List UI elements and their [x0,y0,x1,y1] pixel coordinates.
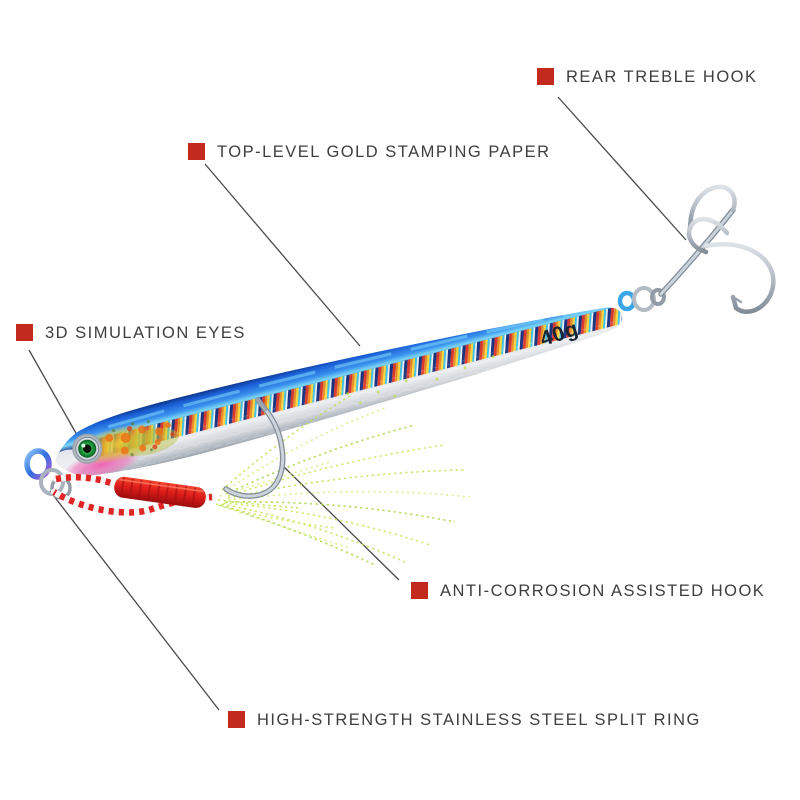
3d-eye [72,433,103,464]
callout-line-gold-stamping [204,163,361,347]
callout-gold-stamping-paper: TOP-LEVEL GOLD STAMPING PAPER [188,141,551,161]
callout-label: 3D SIMULATION EYES [45,323,246,342]
callout-label: ANTI-CORROSION ASSISTED HOOK [440,581,766,600]
callout-3d-simulation-eyes: 3D SIMULATION EYES [16,322,246,342]
treble-hook [658,184,776,314]
eye-pupil [83,444,92,453]
callout-line-3d-eyes [28,349,78,436]
eye-glint [81,443,86,448]
belly-sparkle-dots [346,355,495,405]
cyan-back-highlight [107,306,595,429]
flash-tinsel [215,395,471,566]
callout-anti-corrosion-hook: ANTI-CORROSION ASSISTED HOOK [411,580,765,600]
green-specks [111,420,153,457]
belly-scale-texture [114,319,629,473]
treble-hook-point-3 [703,242,776,314]
holographic-zigzag-band [75,305,624,462]
label-bullet-icon [537,67,554,85]
callout-label: HIGH-STRENGTH STAINLESS STEEL SPLIT RING [257,710,701,729]
label-bullet-icon [411,581,428,599]
red-specks [127,426,175,450]
orange-spots [105,422,171,455]
callout-split-ring: HIGH-STRENGTH STAINLESS STEEL SPLIT RING [228,709,701,729]
olive-mottle [120,428,179,456]
callout-label: REAR TREBLE HOOK [566,67,758,86]
callout-line-assisted-hook [279,462,400,581]
treble-hook-point-1 [687,184,737,231]
thread-wrap [114,476,206,508]
callout-line-split-ring [49,490,220,711]
callout-label: TOP-LEVEL GOLD STAMPING PAPER [217,142,551,161]
assist-hook [223,397,286,499]
tail-blue-ring [617,290,637,312]
label-bullet-icon [228,710,245,728]
treble-hook-point-2 [686,217,730,255]
lure-body: 40g [50,305,629,481]
callout-lines [28,96,687,711]
label-bullet-icon [16,323,33,341]
treble-hook-eye [650,288,666,306]
nose-ring [24,448,52,480]
callout-line-rear-treble-hook [557,96,687,241]
callout-rear-treble-hook: REAR TREBLE HOOK [537,66,758,86]
assist-hook-barb [256,398,268,412]
label-bullet-icon [188,142,205,160]
